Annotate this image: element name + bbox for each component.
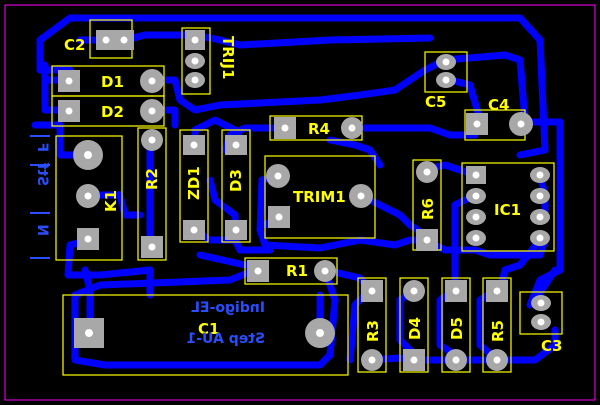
label-k1: K1 <box>102 190 120 212</box>
pads <box>58 30 551 371</box>
label-r6: R6 <box>419 198 437 220</box>
label-d4: D4 <box>406 317 424 340</box>
label-d3: D3 <box>227 169 245 192</box>
mirrored-line2: Step AU-1 <box>187 331 266 347</box>
mirrored-side-f: F <box>34 142 50 152</box>
label-trim1: TRIM1 <box>293 188 346 206</box>
label-trij1: TRIJ1 <box>219 36 237 79</box>
label-c1: C1 <box>198 320 219 338</box>
label-d5: D5 <box>448 317 466 340</box>
mirrored-line1: Indigo-EL <box>191 300 265 316</box>
mirrored-side-stf: Stf <box>34 162 50 186</box>
label-c4: C4 <box>488 96 509 114</box>
copper-traces <box>31 14 564 369</box>
label-d2: D2 <box>101 103 124 121</box>
label-ic1: IC1 <box>494 201 521 219</box>
label-r4: R4 <box>308 120 330 138</box>
component-labels: C2 TRIJ1 D1 D2 C5 C4 R4 R2 ZD1 D3 TRIM1 … <box>64 36 562 355</box>
label-c2: C2 <box>64 36 85 54</box>
label-zd1: ZD1 <box>185 166 203 200</box>
label-r3: R3 <box>364 320 382 342</box>
mirrored-side-n: N <box>34 224 50 236</box>
label-r5: R5 <box>489 320 507 342</box>
edge-tick-marks <box>30 135 50 259</box>
mirrored-bottom-text: Indigo-EL Step AU-1 F Stf N <box>34 142 265 347</box>
label-c5: C5 <box>425 93 446 111</box>
label-r1: R1 <box>286 262 308 280</box>
label-d1: D1 <box>101 73 124 91</box>
label-c3: C3 <box>541 337 562 355</box>
label-r2: R2 <box>143 168 161 190</box>
